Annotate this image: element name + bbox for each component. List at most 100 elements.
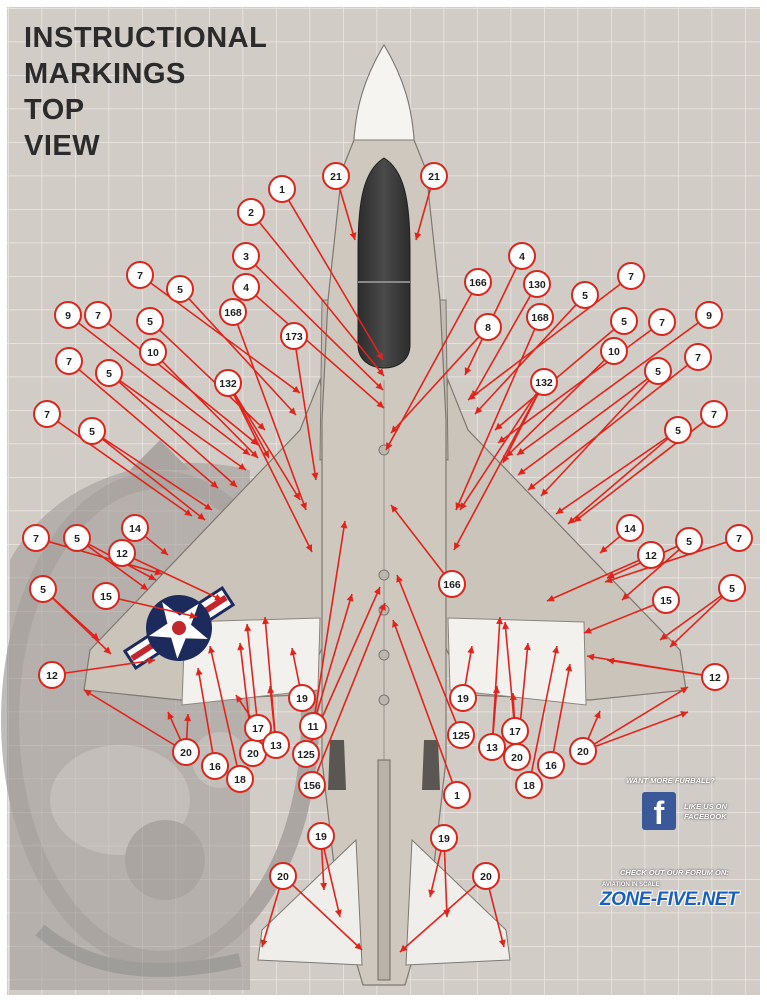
callout-leader-line	[504, 621, 515, 719]
callout-arrowhead	[197, 512, 205, 520]
callout-arrowhead	[160, 547, 168, 555]
callout-number: 7	[711, 409, 717, 421]
callout-marker: 7	[725, 524, 753, 552]
callout-leader-line	[87, 545, 149, 591]
callout-number: 19	[315, 831, 327, 843]
callout-leader-line	[505, 359, 606, 458]
callout-circle	[420, 162, 448, 190]
callout-number: 130	[528, 279, 546, 291]
callout-arrowhead	[660, 633, 668, 640]
callout-arrowhead	[607, 571, 615, 579]
callout-number: 3	[243, 251, 249, 263]
callout-leader-line	[107, 322, 259, 446]
callout-number: 7	[44, 409, 50, 421]
callout-marker: 20	[472, 862, 500, 890]
callout-arrowhead	[376, 368, 384, 376]
callout-leader-line	[314, 520, 346, 714]
callout-marker: 5	[571, 281, 599, 309]
callout-leader-line	[392, 619, 454, 784]
callout-marker: 16	[201, 752, 229, 780]
callout-arrowhead	[293, 492, 300, 500]
callout-circle	[95, 359, 123, 387]
callout-number: 173	[285, 331, 303, 343]
callout-number: 5	[686, 536, 692, 548]
callout-number: 17	[252, 723, 264, 735]
callout-leader-line	[291, 884, 363, 951]
callout-arrowhead	[587, 653, 595, 661]
callout-circle	[530, 368, 558, 396]
callout-marker: 13	[478, 733, 506, 761]
callout-arrowhead	[195, 668, 203, 676]
callout-circle	[237, 198, 265, 226]
zone-five-logo[interactable]: AVIATION IN SCALE ZONE-FIVE.NET	[600, 880, 760, 920]
like-facebook-text[interactable]: LIKE US ON FACEBOOK	[684, 802, 727, 821]
callout-number: 20	[180, 747, 192, 759]
callout-marker: 11	[299, 712, 327, 740]
callout-number: 4	[243, 282, 249, 294]
callout-marker: 2	[237, 198, 265, 226]
radome	[353, 44, 415, 141]
callout-marker: 5	[95, 359, 123, 387]
callout-number: 12	[46, 670, 58, 682]
callout-marker: 12	[637, 541, 665, 569]
callout-circle	[307, 822, 335, 850]
callout-circle	[526, 303, 554, 331]
callout-circle	[478, 733, 506, 761]
callout-circle	[430, 824, 458, 852]
callout-arrowhead	[242, 447, 250, 455]
callout-number: 1	[454, 790, 460, 802]
callout-number: 10	[147, 347, 159, 359]
callout-leader-line	[269, 685, 276, 733]
callout-circle	[474, 313, 502, 341]
logo-subtitle: AVIATION IN SCALE	[602, 882, 660, 888]
callout-number: 13	[270, 740, 282, 752]
callout-circle	[472, 862, 500, 890]
callout-number: 5	[147, 316, 153, 328]
callout-leader-line	[118, 381, 238, 488]
callout-leader-line	[415, 188, 432, 241]
callout-marker: 125	[292, 740, 320, 768]
callout-leader-line	[604, 541, 727, 583]
callout-circle	[501, 717, 529, 745]
callout-arrowhead	[376, 400, 384, 408]
callout-arrowhead	[670, 639, 678, 647]
facebook-icon[interactable]: f	[642, 792, 676, 831]
callout-leader-line	[390, 336, 480, 434]
callout-number: 20	[277, 871, 289, 883]
callout-circle	[438, 570, 466, 598]
callout-marker: 5	[63, 524, 91, 552]
callout-leader-line	[621, 548, 680, 601]
callout-arrowhead	[189, 612, 197, 619]
callout-leader-line	[254, 264, 384, 391]
callout-arrowhead	[396, 575, 403, 583]
right-exhaust	[422, 740, 440, 790]
callout-number: 5	[106, 368, 112, 380]
callout-circle	[201, 752, 229, 780]
callout-arrowhead	[305, 544, 313, 552]
callout-arrowhead	[392, 620, 399, 628]
callout-leader-line	[236, 323, 307, 511]
callout-leader-line	[474, 304, 577, 415]
callout-leader-line	[593, 686, 689, 745]
callout-number: 8	[485, 322, 491, 334]
callout-circle	[652, 586, 680, 614]
callout-leader-line	[133, 557, 223, 601]
callout-circle	[219, 298, 247, 326]
callout-arrowhead	[346, 594, 354, 602]
callout-number: 5	[729, 583, 735, 595]
callout-number: 11	[307, 721, 318, 733]
callout-number: 20	[480, 871, 492, 883]
callout-circle	[515, 771, 543, 799]
callout-arrowhead	[210, 480, 218, 488]
callout-circle	[299, 712, 327, 740]
callout-number: 125	[297, 749, 315, 761]
callout-number: 5	[582, 290, 588, 302]
callout-leader-line	[161, 360, 259, 459]
callout-arrowhead	[622, 592, 630, 600]
callout-number: 5	[89, 426, 95, 438]
callout-number: 168	[531, 312, 549, 324]
callout-leader-line	[233, 394, 270, 459]
callout-circle	[322, 162, 350, 190]
callout-leader-line	[83, 689, 176, 746]
callout-number: 21	[428, 171, 440, 183]
